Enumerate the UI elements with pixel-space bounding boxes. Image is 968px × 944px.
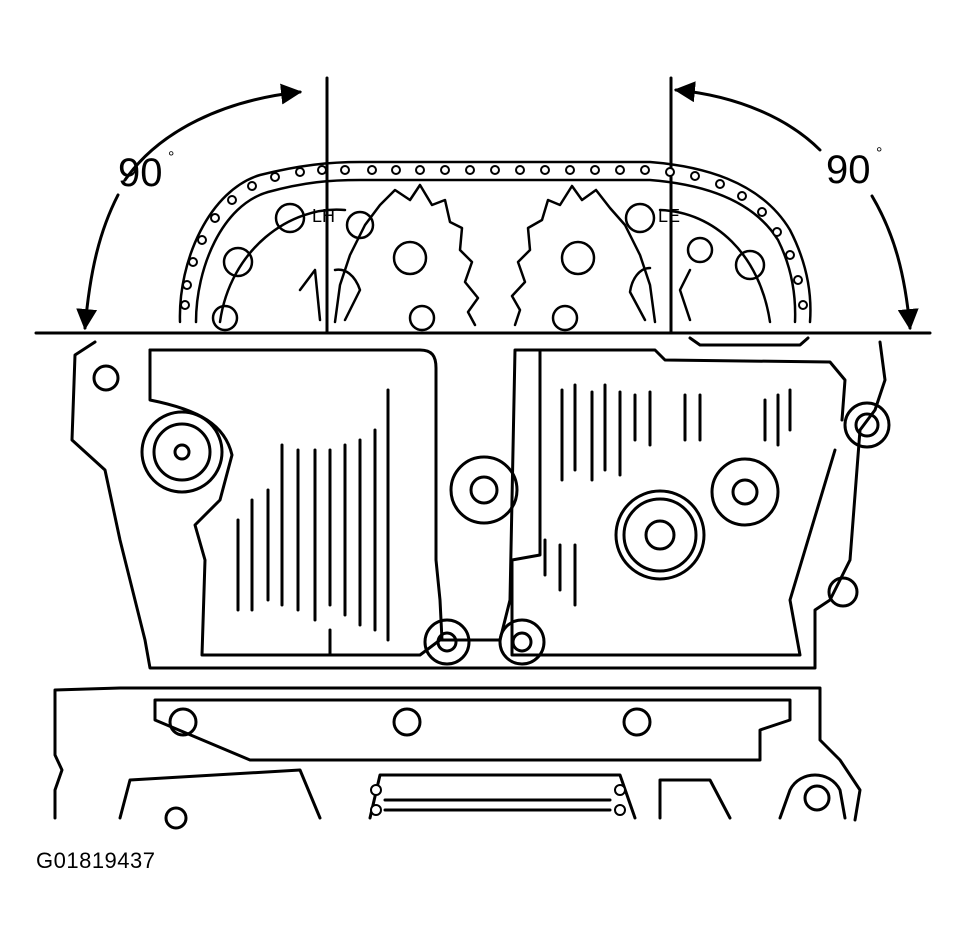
left-cam-gear [333, 183, 480, 332]
left-timing-mark: LH [312, 206, 335, 226]
right-angle-arc-lower [870, 194, 919, 331]
cylinder-head [70, 336, 887, 670]
figure-id: G01819437 [36, 848, 156, 873]
right-angle-label: 90 [826, 148, 871, 192]
right-cam-gear [510, 184, 657, 332]
bolt-holes [92, 364, 891, 666]
right-timing-mark: LE [658, 206, 680, 226]
lower-block [53, 686, 862, 830]
lower-chain [370, 784, 626, 816]
left-angle-degree: ° [168, 149, 174, 166]
left-angle-arc [123, 83, 303, 182]
left-angle-arc-lower [76, 193, 120, 331]
left-camshaft-sprocket [211, 202, 347, 332]
right-angle-degree: ° [876, 145, 882, 162]
left-angle-label: 90 [118, 151, 163, 195]
timing-chain [178, 160, 812, 324]
right-angle-arc [673, 81, 822, 152]
right-camshaft-sprocket [624, 202, 772, 324]
